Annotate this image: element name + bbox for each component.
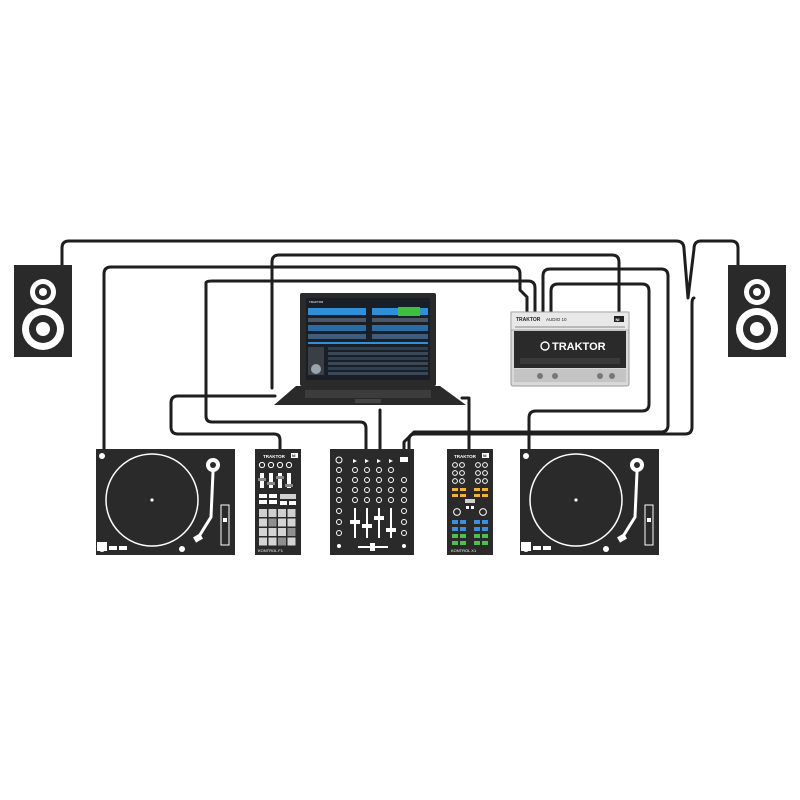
traktor-logo-icon bbox=[540, 341, 550, 351]
mixer-channel-faders bbox=[350, 508, 396, 538]
cable-mixer-loop-left-down bbox=[204, 281, 368, 451]
x1-brand: TRAKTOR bbox=[454, 454, 477, 459]
x1-ni-badge: NI bbox=[483, 454, 487, 458]
x1-buttons-green bbox=[452, 534, 488, 545]
cable-x1-laptop bbox=[460, 396, 471, 451]
cable-left-speaker bbox=[60, 239, 740, 300]
cable-right-turntable bbox=[402, 267, 670, 451]
left-speaker bbox=[14, 265, 72, 357]
laptop: TRAKTOR bbox=[274, 293, 466, 405]
interface-top-brand: TRAKTOR bbox=[516, 317, 541, 323]
audio-interface: TRAKTOR AUDIO 10 NI TRAKTOR bbox=[510, 311, 630, 387]
cable-mixer-right bbox=[407, 296, 696, 451]
f1-ni-badge: NI bbox=[292, 454, 296, 458]
cable-laptop-interface bbox=[270, 253, 621, 390]
left-turntable bbox=[96, 449, 235, 555]
x1-buttons-yellow bbox=[452, 488, 488, 497]
interface-front-brand: TRAKTOR bbox=[552, 341, 606, 353]
f1-model-label: KONTROL F1 bbox=[258, 548, 284, 553]
cable-left-turntable bbox=[102, 265, 529, 451]
kontrol-f1: TRAKTOR NI KONTROL F1 bbox=[255, 449, 301, 555]
mixer-icon bbox=[330, 449, 414, 555]
mixer-knobs bbox=[335, 456, 407, 536]
interface-ni-badge: NI bbox=[616, 317, 620, 322]
cable-f1-laptop bbox=[169, 394, 282, 451]
mixer bbox=[330, 449, 414, 555]
f1-pad-grid bbox=[259, 509, 296, 546]
cables bbox=[60, 239, 740, 451]
x1-knobs bbox=[452, 462, 488, 516]
right-turntable bbox=[520, 449, 659, 555]
f1-brand: TRAKTOR bbox=[263, 454, 286, 459]
x1-buttons-blue bbox=[452, 520, 488, 531]
interface-model: AUDIO 10 bbox=[546, 317, 567, 322]
laptop-screen-app: TRAKTOR bbox=[309, 300, 324, 304]
right-speaker bbox=[728, 265, 786, 357]
cable-right-loop bbox=[527, 282, 651, 451]
mixer-arrows bbox=[353, 457, 408, 463]
x1-model-label: KONTROL X1 bbox=[451, 548, 477, 553]
kontrol-x1: TRAKTOR NI KONTROL X1 bbox=[447, 449, 493, 555]
